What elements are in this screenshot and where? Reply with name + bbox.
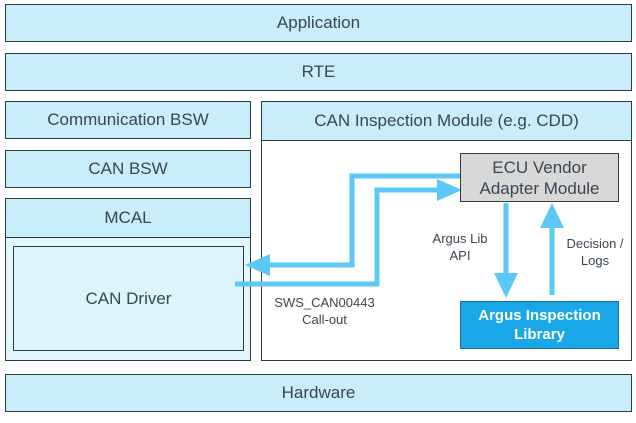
- mcal-label: MCAL: [104, 208, 152, 227]
- hardware-layer: Hardware: [5, 374, 632, 412]
- mcal-header: MCAL: [6, 199, 250, 238]
- rte-layer: RTE: [5, 53, 632, 91]
- can-inspection-module-header: CAN Inspection Module (e.g. CDD): [262, 102, 631, 141]
- callout-arrowhead-icon: [437, 179, 462, 201]
- can-inspection-module-title: CAN Inspection Module (e.g. CDD): [314, 111, 579, 130]
- application-label: Application: [276, 13, 361, 32]
- application-layer: Application: [5, 4, 632, 42]
- callout-arrow-line: [235, 187, 438, 287]
- argus-inspection-library-label: Argus Inspection Library: [478, 307, 601, 343]
- can-bsw-layer: CAN BSW: [5, 150, 251, 188]
- decision-logs-arrowhead-icon: [540, 203, 564, 228]
- ecu-vendor-adapter-module: ECU Vendor Adapter Module: [460, 153, 619, 202]
- decision-logs-label: Decision / Logs: [566, 236, 624, 268]
- rte-label: RTE: [301, 62, 336, 81]
- can-driver-label: CAN Driver: [85, 288, 172, 308]
- argus-api-arrowhead-icon: [494, 273, 518, 298]
- argus-lib-api-label: Argus Lib API: [432, 231, 488, 263]
- communication-bsw-layer: Communication BSW: [5, 101, 251, 139]
- can-bsw-label: CAN BSW: [88, 159, 168, 178]
- callback-arrow-line: [268, 173, 462, 268]
- can-driver-box: CAN Driver: [13, 246, 244, 351]
- ecu-vendor-adapter-label: ECU Vendor Adapter Module: [479, 157, 600, 198]
- callback-arrowhead-icon: [245, 254, 270, 276]
- argus-inspection-library: Argus Inspection Library: [460, 301, 619, 349]
- callout-label: SWS_CAN00443 Call-out: [274, 295, 375, 327]
- hardware-label: Hardware: [281, 383, 356, 402]
- mcal-layer: MCAL CAN Driver: [5, 198, 251, 361]
- communication-bsw-label: Communication BSW: [47, 110, 209, 129]
